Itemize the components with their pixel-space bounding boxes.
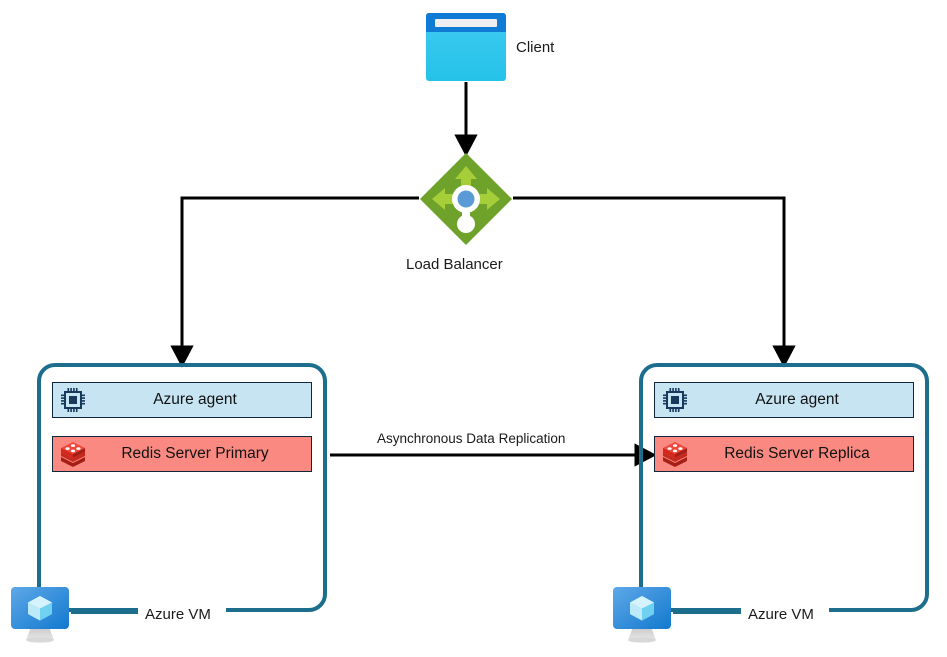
redis-server-label-left: Redis Server Primary — [121, 445, 269, 462]
azure-vm-icon[interactable] — [611, 583, 673, 645]
edge-load-balancer-to-vm-left — [170, 196, 419, 368]
cpu-chip-icon — [53, 383, 93, 417]
cpu-chip-icon — [655, 383, 695, 417]
label-backdrop-left — [138, 602, 226, 622]
azure-agent-label-right: Azure agent — [755, 391, 839, 408]
client-label: Client — [516, 39, 555, 56]
redis-server-box-left[interactable]: Redis Server Primary — [52, 436, 312, 472]
azure-agent-label-left: Azure agent — [153, 391, 237, 408]
azure-agent-box-right[interactable]: Azure agent — [654, 382, 914, 418]
browser-addressbar — [435, 18, 497, 27]
load-balancer-diamond-icon[interactable] — [419, 152, 513, 246]
load-balancer-label: Load Balancer — [406, 256, 503, 273]
redis-server-box-right[interactable]: Redis Server Replica — [654, 436, 914, 472]
label-backdrop-right — [741, 602, 829, 622]
browser-titlebar — [426, 13, 506, 32]
azure-vm-label-right: Azure VM — [748, 606, 814, 623]
azure-agent-box-left[interactable]: Azure agent — [52, 382, 312, 418]
browser-window-icon[interactable] — [426, 13, 506, 81]
azure-vm-icon[interactable] — [9, 583, 71, 645]
redis-logo-icon — [655, 437, 695, 471]
azure-vm-label-left: Azure VM — [145, 606, 211, 623]
replication-edge-label: Asynchronous Data Replication — [377, 431, 566, 446]
redis-logo-icon — [53, 437, 93, 471]
redis-server-label-right: Redis Server Replica — [724, 445, 870, 462]
edge-load-balancer-to-vm-right — [513, 196, 796, 368]
